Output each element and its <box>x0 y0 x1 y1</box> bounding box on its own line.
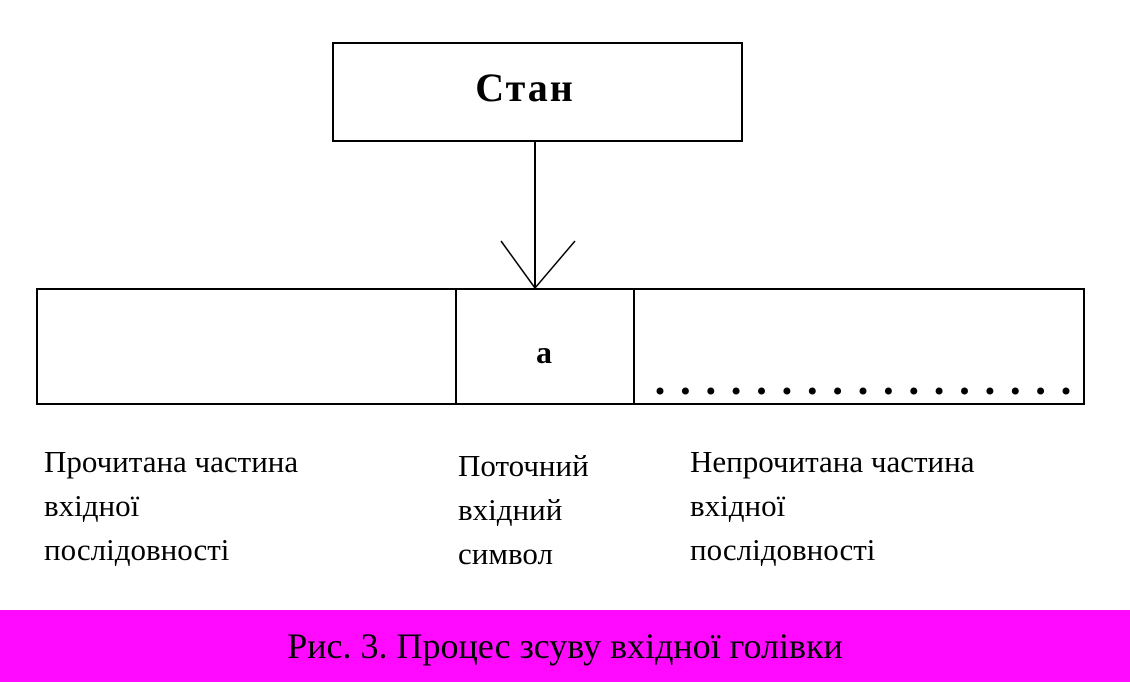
unread-part-label: Непрочитана частина вхідної послідовност… <box>690 440 975 572</box>
tape-dot <box>834 387 842 395</box>
tape-dot <box>681 387 689 395</box>
tape-dot <box>1011 387 1019 395</box>
state-box <box>332 42 743 142</box>
tape-dot <box>884 387 892 395</box>
tape-dot <box>910 387 918 395</box>
current-symbol-label-line: символ <box>458 536 553 571</box>
state-label: Стан <box>475 65 575 110</box>
tape-dot <box>859 387 867 395</box>
arrow-head-left <box>500 240 536 289</box>
read-part-label-line: вхідної <box>44 488 140 523</box>
read-part-label-line: послідовності <box>44 532 230 567</box>
shift-diagram: Стан a <box>36 42 1085 405</box>
tape-dot <box>961 387 968 395</box>
tape-dot <box>732 387 740 395</box>
tape-dot <box>986 387 994 395</box>
figure-caption-bar: Рис. 3. Процес зсуву вхідної голівки <box>0 610 1130 682</box>
tape-dot <box>656 387 664 395</box>
input-tape <box>36 288 1085 405</box>
tape-dot <box>758 387 765 395</box>
tape-dot <box>808 387 816 395</box>
tape-dot <box>935 387 943 395</box>
current-symbol-label-line: вхідний <box>458 492 563 527</box>
current-symbol-label-line: Поточний <box>458 448 589 483</box>
tape-dot <box>783 387 791 395</box>
read-part-label-line: Прочитана частина <box>44 444 299 479</box>
tape-dot <box>707 387 715 395</box>
figure-caption: Рис. 3. Процес зсуву вхідної голівки <box>287 626 843 666</box>
current-symbol-label: Поточний вхідний символ <box>458 444 589 576</box>
unread-part-label-line: Непрочитана частина <box>690 444 975 479</box>
current-symbol: a <box>536 334 552 370</box>
unread-part-label-line: послідовності <box>690 532 876 567</box>
tape-dot <box>1062 387 1070 395</box>
read-part-label: Прочитана частина вхідної послідовності <box>44 440 298 572</box>
unread-part-label-line: вхідної <box>690 488 786 523</box>
tape-dot <box>1037 387 1045 395</box>
unread-tape-dots <box>656 387 1070 395</box>
arrow-head-right <box>534 240 576 289</box>
